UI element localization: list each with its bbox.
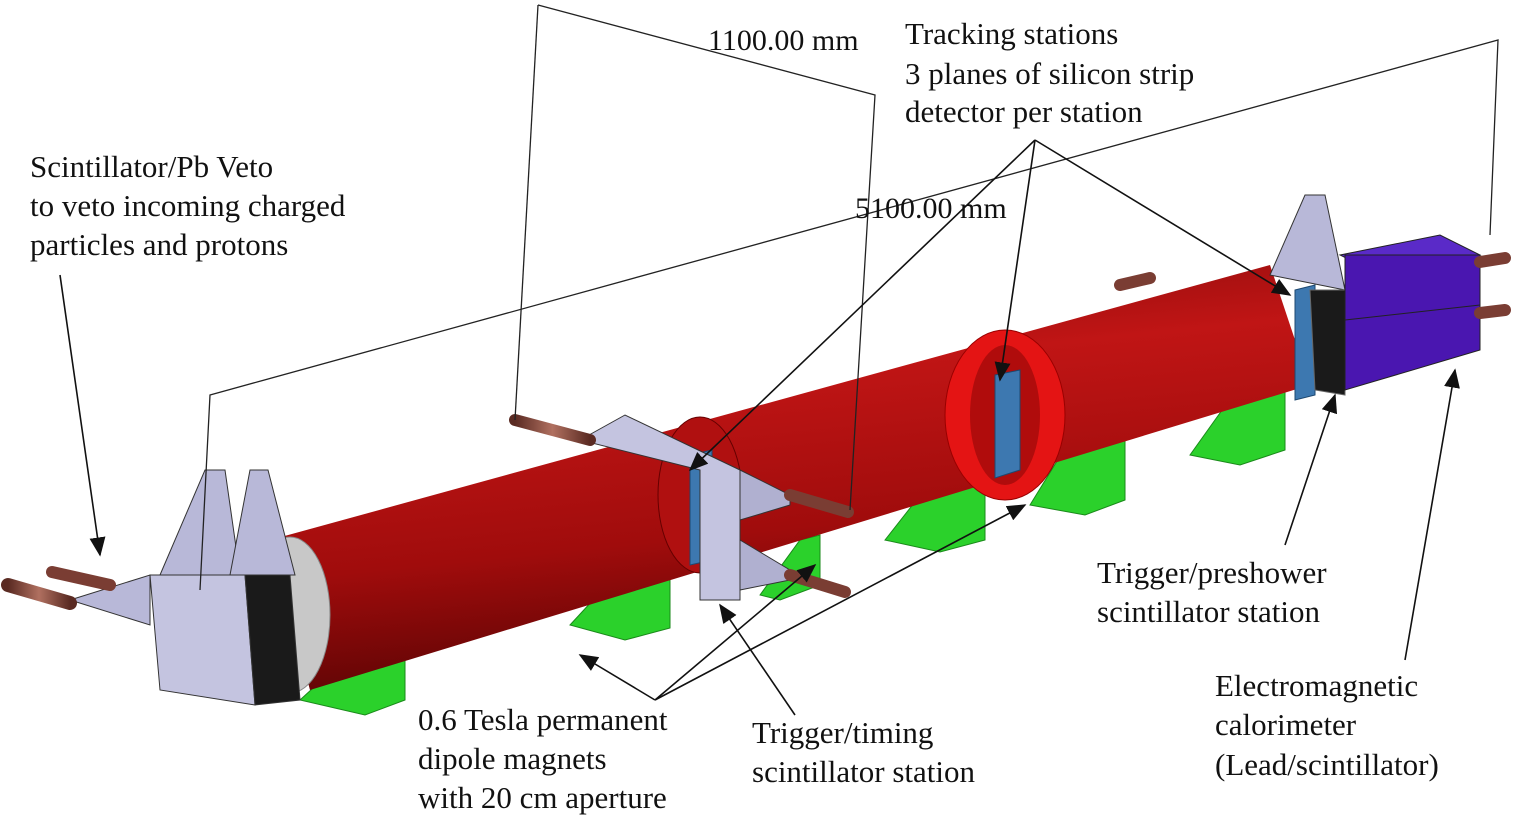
pmt-icon — [1474, 252, 1511, 268]
callout-arrows — [59, 139, 1460, 716]
dimension-lines — [199, 4, 1499, 591]
label-line: calorimeter — [1215, 707, 1357, 742]
pmt-icon — [1, 578, 77, 610]
label-preshower: Trigger/preshower scintillator station — [1097, 555, 1327, 629]
label-line: to veto incoming charged — [30, 188, 346, 223]
label-line: with 20 cm aperture — [418, 780, 667, 815]
label-calorimeter: Electromagnetic calorimeter (Lead/scinti… — [1215, 668, 1439, 782]
label-magnets: 0.6 Tesla permanent dipole magnets with … — [418, 702, 668, 815]
label-timing: Trigger/timing scintillator station — [752, 715, 975, 789]
label-line: 0.6 Tesla permanent — [418, 702, 668, 737]
label-line: scintillator station — [1097, 594, 1320, 629]
label-line: Scintillator/Pb Veto — [30, 149, 273, 184]
label-line: dipole magnets — [418, 741, 607, 776]
dimension-long: 5100.00 mm — [855, 192, 1007, 225]
label-line: Tracking stations — [905, 16, 1118, 51]
preshower-station — [1269, 118, 1346, 396]
label-line: particles and protons — [30, 227, 288, 262]
label-veto: Scintillator/Pb Veto to veto incoming ch… — [30, 149, 346, 262]
label-line: Trigger/preshower — [1097, 555, 1327, 590]
label-line: detector per station — [905, 94, 1143, 129]
label-tracking: Tracking stations 3 planes of silicon st… — [905, 16, 1194, 129]
label-line: Electromagnetic — [1215, 668, 1418, 703]
pmt-icon — [509, 414, 596, 446]
pmt-icon — [46, 566, 116, 591]
pmt-icon — [1474, 304, 1511, 319]
pmt-icon — [1114, 272, 1156, 291]
pmt-icon — [784, 489, 854, 518]
label-line: (Lead/scintillator) — [1215, 747, 1439, 782]
label-line: scintillator station — [752, 754, 975, 789]
dimension-short: 1100.00 mm — [708, 24, 859, 57]
calorimeter — [1114, 234, 1511, 391]
veto-station — [1, 388, 301, 706]
tracking-station — [994, 369, 1021, 479]
tracking-station — [1294, 284, 1316, 401]
label-line: Trigger/timing — [752, 715, 933, 750]
label-line: 3 planes of silicon strip — [905, 56, 1194, 91]
